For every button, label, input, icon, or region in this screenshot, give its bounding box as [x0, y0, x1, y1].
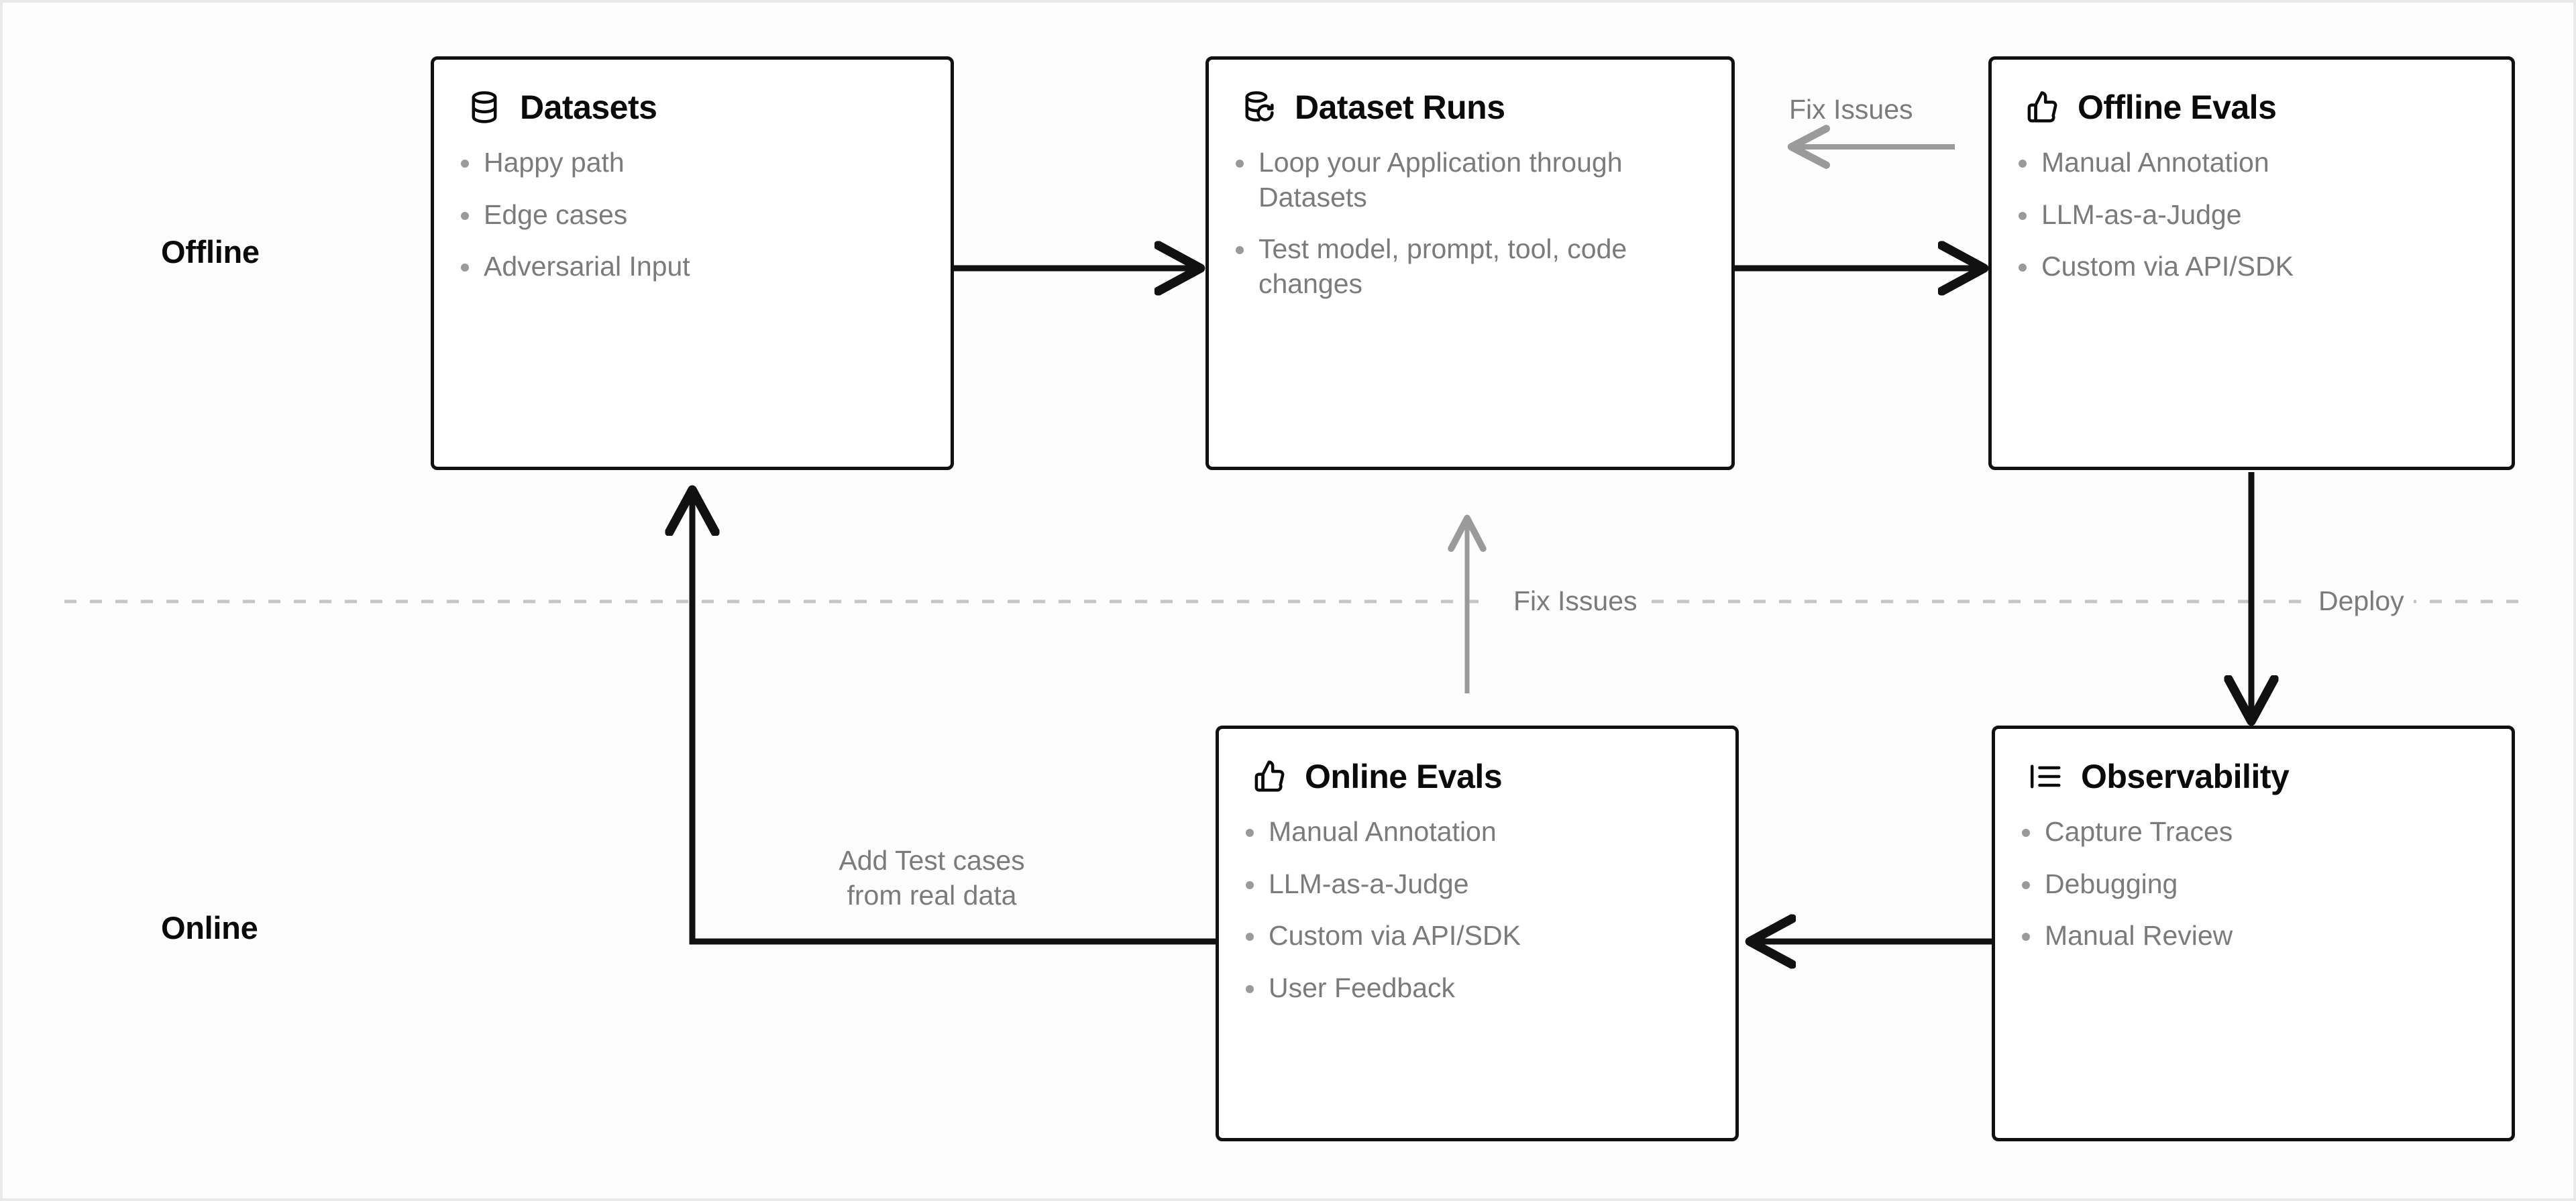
node-dataset-runs-header: Dataset Runs	[1209, 60, 1731, 125]
edge-label-deploy: Deploy	[2309, 583, 2414, 619]
list-item: Loop your Application through Datasets	[1236, 146, 1705, 215]
list-item: LLM-as-a-Judge	[1246, 867, 1709, 902]
list-item: Manual Annotation	[2019, 146, 2485, 180]
list-item: Happy path	[461, 146, 924, 180]
database-refresh-icon	[1245, 91, 1274, 122]
node-datasets-title: Datasets	[520, 89, 657, 126]
list-tree-icon	[2030, 764, 2061, 789]
edge-label-add-test-cases-line1: Add Test cases	[839, 845, 1025, 876]
edge-label-fix-issues-middle: Fix Issues	[1504, 583, 1647, 619]
node-observability-title: Observability	[2081, 758, 2290, 795]
edge-label-add-test-cases-line2: from real data	[847, 880, 1017, 911]
node-datasets[interactable]: Datasets Happy path Edge cases Adversari…	[431, 56, 954, 470]
thumbs-up-icon	[1254, 760, 1285, 792]
list-item: Manual Annotation	[1246, 815, 1709, 850]
list-item: Edge cases	[461, 198, 924, 233]
list-item: Custom via API/SDK	[2019, 249, 2485, 284]
list-item: Adversarial Input	[461, 249, 924, 284]
list-item: LLM-as-a-Judge	[2019, 198, 2485, 233]
node-datasets-list: Happy path Edge cases Adversarial Input	[434, 125, 951, 284]
node-datasets-header: Datasets	[434, 60, 951, 125]
node-observability-list: Capture Traces Debugging Manual Review	[1995, 795, 2512, 954]
thumbs-up-icon	[2027, 91, 2057, 123]
zone-label-online: Online	[161, 910, 258, 946]
database-icon	[472, 91, 497, 123]
connector-layer	[64, 125, 2525, 1201]
node-dataset-runs-list: Loop your Application through Datasets T…	[1209, 125, 1731, 302]
list-item: Debugging	[2022, 867, 2485, 902]
list-item: Manual Review	[2022, 919, 2485, 954]
list-item: Capture Traces	[2022, 815, 2485, 850]
node-online-evals[interactable]: Online Evals Manual Annotation LLM-as-a-…	[1216, 726, 1739, 1141]
node-online-evals-title: Online Evals	[1305, 758, 1503, 795]
list-item: Custom via API/SDK	[1246, 919, 1709, 954]
node-online-evals-list: Manual Annotation LLM-as-a-Judge Custom …	[1219, 795, 1735, 1006]
node-offline-evals[interactable]: Offline Evals Manual Annotation LLM-as-a…	[1988, 56, 2515, 470]
node-offline-evals-header: Offline Evals	[1992, 60, 2512, 125]
edge-online-evals-to-datasets	[692, 492, 1216, 945]
list-item: User Feedback	[1246, 971, 1709, 1006]
edge-label-fix-issues-top: Fix Issues	[1789, 94, 1913, 125]
node-observability-header: Observability	[1995, 729, 2512, 795]
node-offline-evals-list: Manual Annotation LLM-as-a-Judge Custom …	[1992, 125, 2512, 284]
node-observability[interactable]: Observability Capture Traces Debugging M…	[1992, 726, 2515, 1141]
node-dataset-runs[interactable]: Dataset Runs Loop your Application throu…	[1205, 56, 1735, 470]
list-item: Test model, prompt, tool, code changes	[1236, 232, 1705, 301]
node-online-evals-header: Online Evals	[1219, 729, 1735, 795]
edge-label-add-test-cases: Add Test cases from real data	[814, 843, 1049, 913]
node-dataset-runs-title: Dataset Runs	[1295, 89, 1505, 126]
node-offline-evals-title: Offline Evals	[2078, 89, 2277, 126]
zone-label-offline: Offline	[161, 234, 260, 270]
